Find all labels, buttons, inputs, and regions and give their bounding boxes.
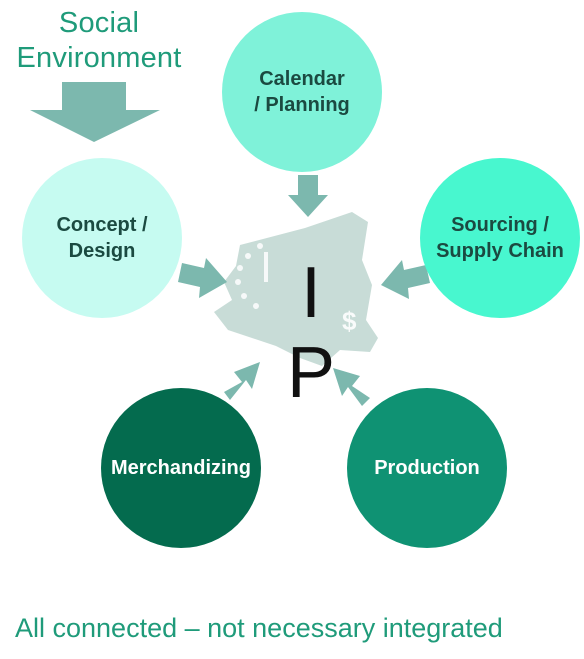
svg-text:$: $ xyxy=(342,306,357,336)
sourcing-supply-chain-label: Sourcing / Supply Chain xyxy=(436,214,564,262)
merchandizing-node: Merchandizing xyxy=(101,388,261,548)
ip-center-label: I P xyxy=(286,253,348,413)
concept-design-node: Concept / Design xyxy=(22,158,182,318)
arrow-calendar-to-ip xyxy=(288,175,328,217)
sourcing-supply-chain-node: Sourcing / Supply Chain xyxy=(420,158,580,318)
arrow-concept-to-ip xyxy=(178,258,227,298)
concept-design-label: Concept / Design xyxy=(56,214,148,262)
clock-icon xyxy=(235,243,268,309)
social-environment-label: Social Environment xyxy=(4,6,194,76)
social-arrow xyxy=(30,82,160,142)
arrow-production-to-ip xyxy=(333,368,370,406)
social-environment-text: Social Environment xyxy=(16,7,182,74)
dollar-icon: $ xyxy=(342,306,357,336)
footer-caption: All connected – not necessary integrated xyxy=(15,613,503,643)
production-node: Production xyxy=(347,388,507,548)
ip-center-shape xyxy=(214,212,378,366)
calendar-planning-label: Calendar / Planning xyxy=(254,68,350,116)
arrow-merch-to-ip xyxy=(224,362,260,400)
production-label: Production xyxy=(374,457,480,479)
calendar-planning-node: Calendar / Planning xyxy=(222,12,382,172)
arrow-sourcing-to-ip xyxy=(381,260,430,299)
merchandizing-label: Merchandizing xyxy=(110,457,251,479)
